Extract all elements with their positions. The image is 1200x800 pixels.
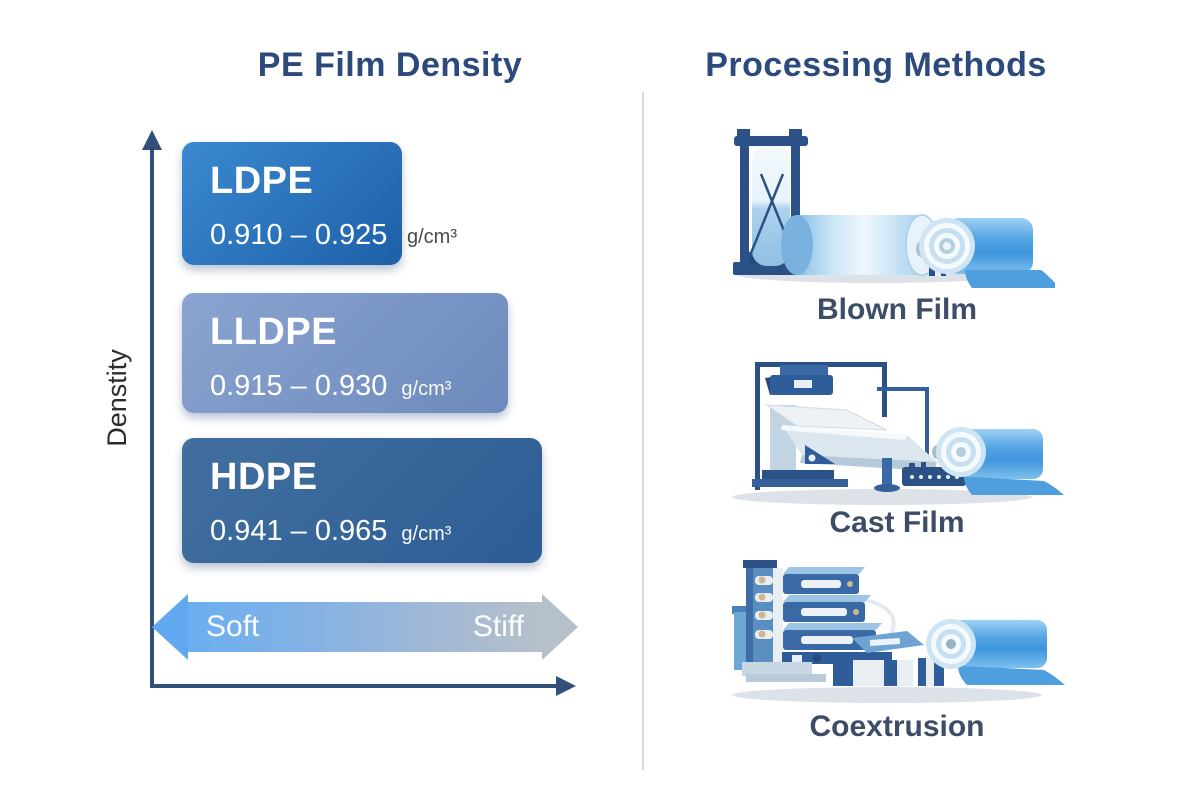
card-name: LDPE [210, 160, 314, 202]
range-value: 0.941 – 0.965 [210, 515, 388, 547]
film-roll-icon [926, 619, 1065, 685]
left-panel-title: PE Film Density [257, 46, 523, 84]
soft-stiff-spectrum-arrow: Soft Stiff [152, 594, 578, 660]
cast-film-machine-icon [752, 362, 966, 492]
right-panel-title: Processing Methods [705, 46, 1047, 84]
card-name: HDPE [210, 456, 318, 498]
blown-film-tower-icon [733, 129, 855, 275]
coextrusion-illustration [732, 560, 1065, 703]
film-roll-icon [916, 218, 1055, 288]
card-range: 0.910 – 0.925 [210, 219, 388, 251]
method-label-cast-film: Cast Film [829, 506, 965, 539]
spectrum-gradient-bar: Soft Stiff [188, 602, 542, 652]
range-value: 0.915 – 0.930 [210, 370, 388, 402]
card-range: 0.915 – 0.930 g/cm³ [210, 372, 508, 401]
unit-label: g/cm³ [401, 523, 452, 545]
soft-label: Soft [206, 610, 260, 643]
cast-film-illustration [732, 362, 1064, 505]
unit-label: g/cm³ [401, 378, 452, 400]
layflat-film-cylinder-icon [781, 214, 939, 276]
arrow-left-head-icon [152, 594, 188, 660]
x-axis-arrow [150, 676, 576, 696]
card-name: LLDPE [210, 311, 338, 353]
method-label-blown-film: Blown Film [817, 293, 977, 326]
vertical-divider [642, 92, 644, 770]
stiff-label: Stiff [472, 610, 524, 643]
ground-shadow [732, 687, 1042, 703]
density-card-hdpe: HDPE 0.941 – 0.965 g/cm³ [182, 438, 542, 563]
method-label-coextrusion: Coextrusion [809, 710, 985, 743]
ldpe-unit-label: g/cm³ [407, 226, 457, 248]
ground-shadow [732, 489, 1032, 505]
coextrusion-stack-icon [732, 560, 896, 682]
film-roll-icon [932, 427, 1064, 495]
arrow-right-head-icon [542, 594, 578, 660]
density-card-lldpe: LLDPE 0.915 – 0.930 g/cm³ [182, 293, 508, 413]
blown-film-illustration [733, 129, 1055, 288]
y-axis-label: Denstity [102, 349, 132, 447]
card-range: 0.941 – 0.965 g/cm³ [210, 517, 542, 546]
density-card-ldpe: LDPE 0.910 – 0.925 [182, 142, 402, 265]
